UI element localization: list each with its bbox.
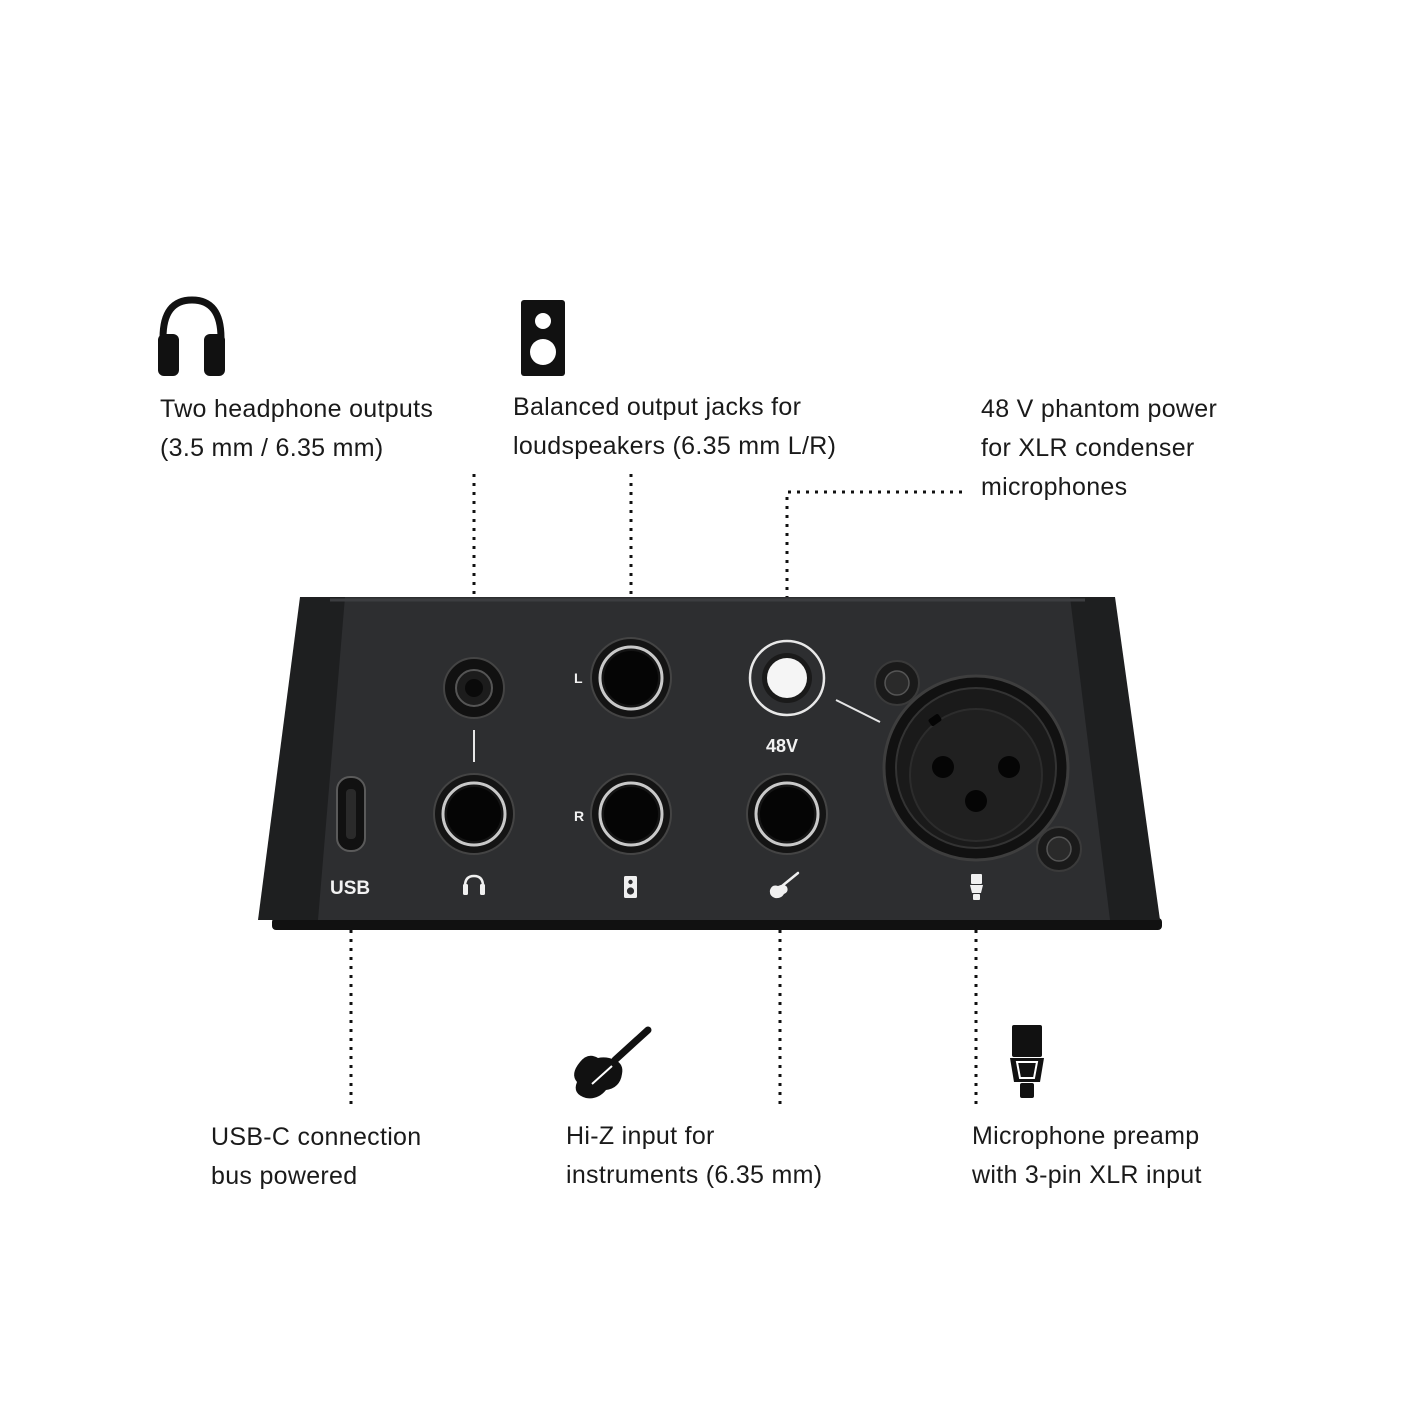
label-usb: USB bbox=[330, 878, 370, 899]
caption-mic-line1: Microphone preamp bbox=[972, 1122, 1200, 1150]
caption-mic-line2: with 3-pin XLR input bbox=[972, 1161, 1202, 1189]
guitar-icon bbox=[574, 1026, 652, 1099]
caption-headphone-outputs: Two headphone outputs (3.5 mm / 6.35 mm) bbox=[160, 390, 433, 468]
speaker-icon bbox=[521, 300, 565, 376]
caption-instrument-line2: instruments (6.35 mm) bbox=[566, 1161, 823, 1189]
mount-screw-bottom bbox=[1036, 826, 1082, 872]
instrument-input-jack bbox=[746, 773, 828, 855]
headphones-icon bbox=[158, 296, 225, 376]
caption-headphone-line1: Two headphone outputs bbox=[160, 395, 434, 423]
leader-phantom bbox=[785, 490, 962, 648]
caption-balanced-outputs: Balanced output jacks for loudspeakers (… bbox=[513, 388, 836, 466]
phantom-link-line bbox=[835, 699, 881, 723]
caption-instrument-input: Hi-Z input for instruments (6.35 mm) bbox=[566, 1117, 822, 1195]
caption-phantom-line1: 48 V phantom power bbox=[981, 395, 1218, 423]
caption-speaker-line1: Balanced output jacks for bbox=[513, 393, 802, 421]
phantom-power-button[interactable] bbox=[748, 639, 826, 717]
device-guitar-icon bbox=[769, 871, 800, 899]
caption-phantom-line2: for XLR condenser bbox=[981, 434, 1195, 462]
caption-phantom-line3: microphones bbox=[981, 473, 1128, 501]
caption-headphone-line2: (3.5 mm / 6.35 mm) bbox=[160, 434, 384, 462]
audio-interface-device: L R 48V USB bbox=[258, 597, 1162, 930]
microphone-icon bbox=[1010, 1025, 1044, 1098]
device-headphones-icon bbox=[463, 874, 485, 895]
label-left-channel: L bbox=[574, 670, 583, 686]
device-microphone-icon bbox=[970, 874, 983, 900]
caption-speaker-line2: loudspeakers (6.35 mm L/R) bbox=[513, 432, 837, 460]
label-right-channel: R bbox=[574, 808, 584, 824]
output-jack-right bbox=[590, 773, 672, 855]
usb-c-port bbox=[336, 776, 366, 852]
device-speaker-icon bbox=[624, 876, 637, 898]
caption-microphone-preamp: Microphone preamp with 3-pin XLR input bbox=[972, 1117, 1202, 1195]
caption-usb-line2: bus powered bbox=[211, 1162, 358, 1190]
caption-phantom-power: 48 V phantom power for XLR condenser mic… bbox=[981, 390, 1217, 507]
output-jack-left bbox=[590, 637, 672, 719]
mount-screw-top bbox=[874, 660, 920, 706]
headphone-mini-jack bbox=[443, 657, 505, 719]
device-base bbox=[272, 918, 1162, 930]
caption-instrument-line1: Hi-Z input for bbox=[566, 1122, 715, 1150]
xlr-input-socket bbox=[882, 674, 1070, 862]
caption-usb-line1: USB-C connection bbox=[211, 1123, 422, 1151]
caption-usb-connection: USB-C connection bus powered bbox=[211, 1118, 421, 1196]
headphone-large-jack bbox=[433, 773, 515, 855]
label-48v: 48V bbox=[766, 736, 798, 756]
